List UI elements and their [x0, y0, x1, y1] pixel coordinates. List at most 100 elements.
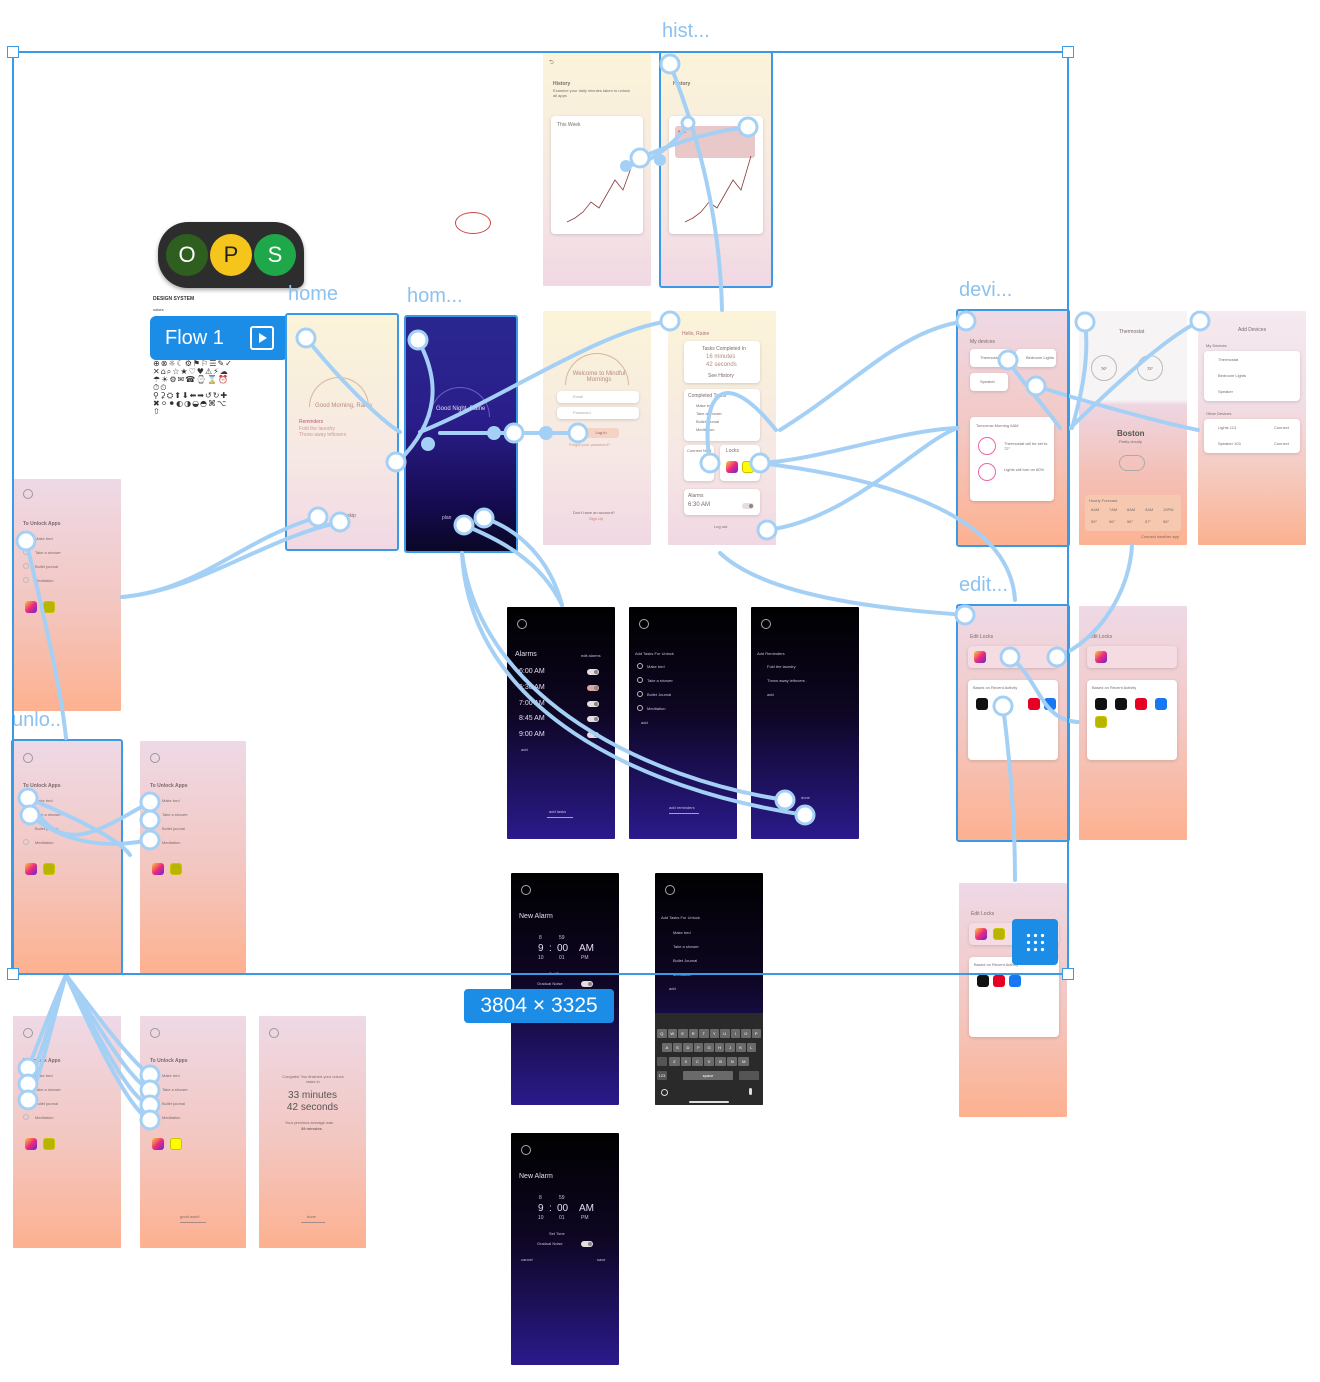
key-n[interactable]: N: [726, 1057, 738, 1066]
reminders-done-button[interactable]: done: [801, 795, 810, 800]
other-device-1[interactable]: Lights 113: [1218, 425, 1237, 430]
tiktok-icon[interactable]: [1095, 698, 1107, 710]
unlock-frame-1[interactable]: To Unlock Apps Make bed Take a shower Bu…: [13, 479, 121, 711]
key-q[interactable]: Q: [657, 1029, 667, 1038]
flow-badge[interactable]: Flow 1: [150, 316, 288, 360]
add-tasks-frame[interactable]: Add Tasks For Unlock Make bed Take a sho…: [629, 607, 737, 839]
profile-icon[interactable]: [23, 1028, 33, 1038]
new-alarm-frame-2[interactable]: New Alarm 8 59 9 : 00 AM 10 01 PM Set To…: [511, 1133, 619, 1365]
frame-label-home[interactable]: home: [288, 283, 339, 305]
key-e[interactable]: E: [678, 1029, 688, 1038]
globe-icon[interactable]: [661, 1089, 668, 1096]
gradual-noise-toggle-2[interactable]: [581, 1241, 593, 1247]
shift-key[interactable]: [657, 1057, 667, 1066]
instagram-icon[interactable]: [1095, 651, 1107, 663]
add-task-checkbox-4[interactable]: [637, 705, 643, 711]
resize-handle-bottom-left[interactable]: [7, 968, 19, 980]
alarm-toggle-2[interactable]: [587, 685, 599, 691]
set-tone-link-2[interactable]: Set Tone: [549, 1231, 565, 1236]
snapchat-icon[interactable]: [993, 928, 1005, 940]
see-history-link[interactable]: See History: [708, 373, 734, 379]
email-field[interactable]: Email: [557, 391, 639, 403]
key-o[interactable]: O: [741, 1029, 751, 1038]
key-c[interactable]: C: [692, 1057, 703, 1066]
resize-handle-top-left[interactable]: [7, 46, 19, 58]
pinterest-icon[interactable]: [993, 975, 1005, 987]
key-g[interactable]: G: [704, 1043, 714, 1052]
profile-icon[interactable]: [150, 1028, 160, 1038]
profile-icon[interactable]: [639, 619, 649, 629]
task-checkbox-2-4[interactable]: [23, 839, 29, 845]
good-work-button[interactable]: good work!: [180, 1214, 200, 1219]
connect-button-2[interactable]: Connect: [1274, 441, 1289, 446]
dashboard-frame[interactable]: Hello, Raine Tasks Completed In 16 minut…: [668, 311, 776, 545]
facebook-icon[interactable]: [1009, 975, 1021, 987]
resize-handle-bottom-right[interactable]: [1062, 968, 1074, 980]
profile-icon[interactable]: [150, 753, 160, 763]
grid-layout-button[interactable]: [1012, 919, 1058, 965]
done-button[interactable]: done: [307, 1214, 316, 1219]
kb-add-button[interactable]: add: [669, 986, 676, 991]
key-a[interactable]: A: [662, 1043, 672, 1052]
key-r[interactable]: R: [688, 1029, 698, 1038]
add-task-checkbox-2[interactable]: [637, 677, 643, 683]
pinterest-icon[interactable]: [1028, 698, 1040, 710]
connect-weather-link[interactable]: Connect weather app: [1141, 534, 1180, 539]
cancel-button[interactable]: cancel: [521, 1257, 533, 1262]
key-d[interactable]: D: [683, 1043, 693, 1052]
task-checkbox-3[interactable]: [23, 563, 29, 569]
device-item-1[interactable]: Thermostat: [1218, 357, 1239, 362]
forgot-password-link[interactable]: Forgot your password?: [569, 442, 610, 447]
key-t[interactable]: T: [699, 1029, 709, 1038]
alarm-toggle-3[interactable]: [587, 701, 599, 707]
snapchat-icon[interactable]: [1095, 716, 1107, 728]
frame-label-devices[interactable]: devi...: [959, 279, 1013, 301]
frame-label-history[interactable]: hist...: [662, 20, 710, 42]
key-i[interactable]: I: [730, 1029, 740, 1038]
edit-alarms-link[interactable]: edit alarms: [581, 653, 601, 658]
unlock-frame-3[interactable]: To Unlock Apps Make bed Take a shower Bu…: [140, 741, 246, 973]
hour-picker-2[interactable]: 9: [538, 1203, 544, 1214]
thermostat-frame[interactable]: Thermostat 70° 72° Boston Partly cloudy …: [1079, 311, 1187, 545]
tiktok-icon[interactable]: [977, 975, 989, 987]
lights-tile[interactable]: Bedroom Lights: [1016, 349, 1056, 367]
key-w[interactable]: W: [667, 1029, 677, 1038]
profile-icon[interactable]: [761, 619, 771, 629]
key-p[interactable]: P: [751, 1029, 761, 1038]
logout-link[interactable]: Log out: [714, 524, 728, 529]
key-m[interactable]: M: [738, 1057, 750, 1066]
key-v[interactable]: V: [703, 1057, 715, 1066]
frame-label-edit[interactable]: edit...: [959, 574, 1008, 596]
plan-link[interactable]: plan: [442, 515, 452, 521]
congrats-frame[interactable]: Congrats! You finished your unlock tasks…: [259, 1016, 366, 1248]
key-b[interactable]: B: [715, 1057, 726, 1066]
minute-picker-2[interactable]: 00: [557, 1203, 569, 1214]
alarms-card[interactable]: Alarms 6:30 AM: [684, 489, 760, 515]
add-tasks-keyboard-frame[interactable]: Add Tasks For Unlock Make bed Take a sho…: [655, 873, 763, 1105]
add-reminders-frame[interactable]: Add Reminders Fold the laundry Throw awa…: [751, 607, 859, 839]
add-alarm-button[interactable]: add: [521, 747, 528, 752]
key-x[interactable]: X: [680, 1057, 692, 1066]
unlock-frame-5[interactable]: To Unlock Apps Make bed Take a shower Bu…: [140, 1016, 246, 1248]
return-key[interactable]: [739, 1071, 759, 1080]
device-item-3[interactable]: Speaker: [1218, 389, 1233, 394]
task-checkbox-4-4[interactable]: [23, 1114, 29, 1120]
key-f[interactable]: F: [693, 1043, 704, 1052]
skip-link[interactable]: skip: [347, 513, 356, 519]
connect-button-1[interactable]: Connect: [1274, 425, 1289, 430]
login-button[interactable]: Log In: [583, 428, 619, 438]
add-reminders-button[interactable]: add reminders: [669, 805, 695, 810]
key-l[interactable]: L: [746, 1043, 757, 1052]
space-key[interactable]: space: [683, 1071, 733, 1080]
add-task-checkbox-1[interactable]: [637, 663, 643, 669]
ampm-picker[interactable]: AM: [579, 943, 594, 954]
alarm-toggle[interactable]: [742, 503, 754, 509]
instagram-icon[interactable]: [974, 651, 986, 663]
frame-label-unlock[interactable]: unlo...: [12, 709, 67, 731]
frame-label-home-night[interactable]: hom...: [407, 285, 463, 307]
add-devices-frame[interactable]: Add Devices My Devices Thermostat Bedroo…: [1198, 311, 1306, 545]
device-item-2[interactable]: Bedroom Lights: [1218, 373, 1247, 378]
alarm-toggle-4[interactable]: [587, 716, 599, 722]
save-button[interactable]: save: [597, 1257, 606, 1262]
